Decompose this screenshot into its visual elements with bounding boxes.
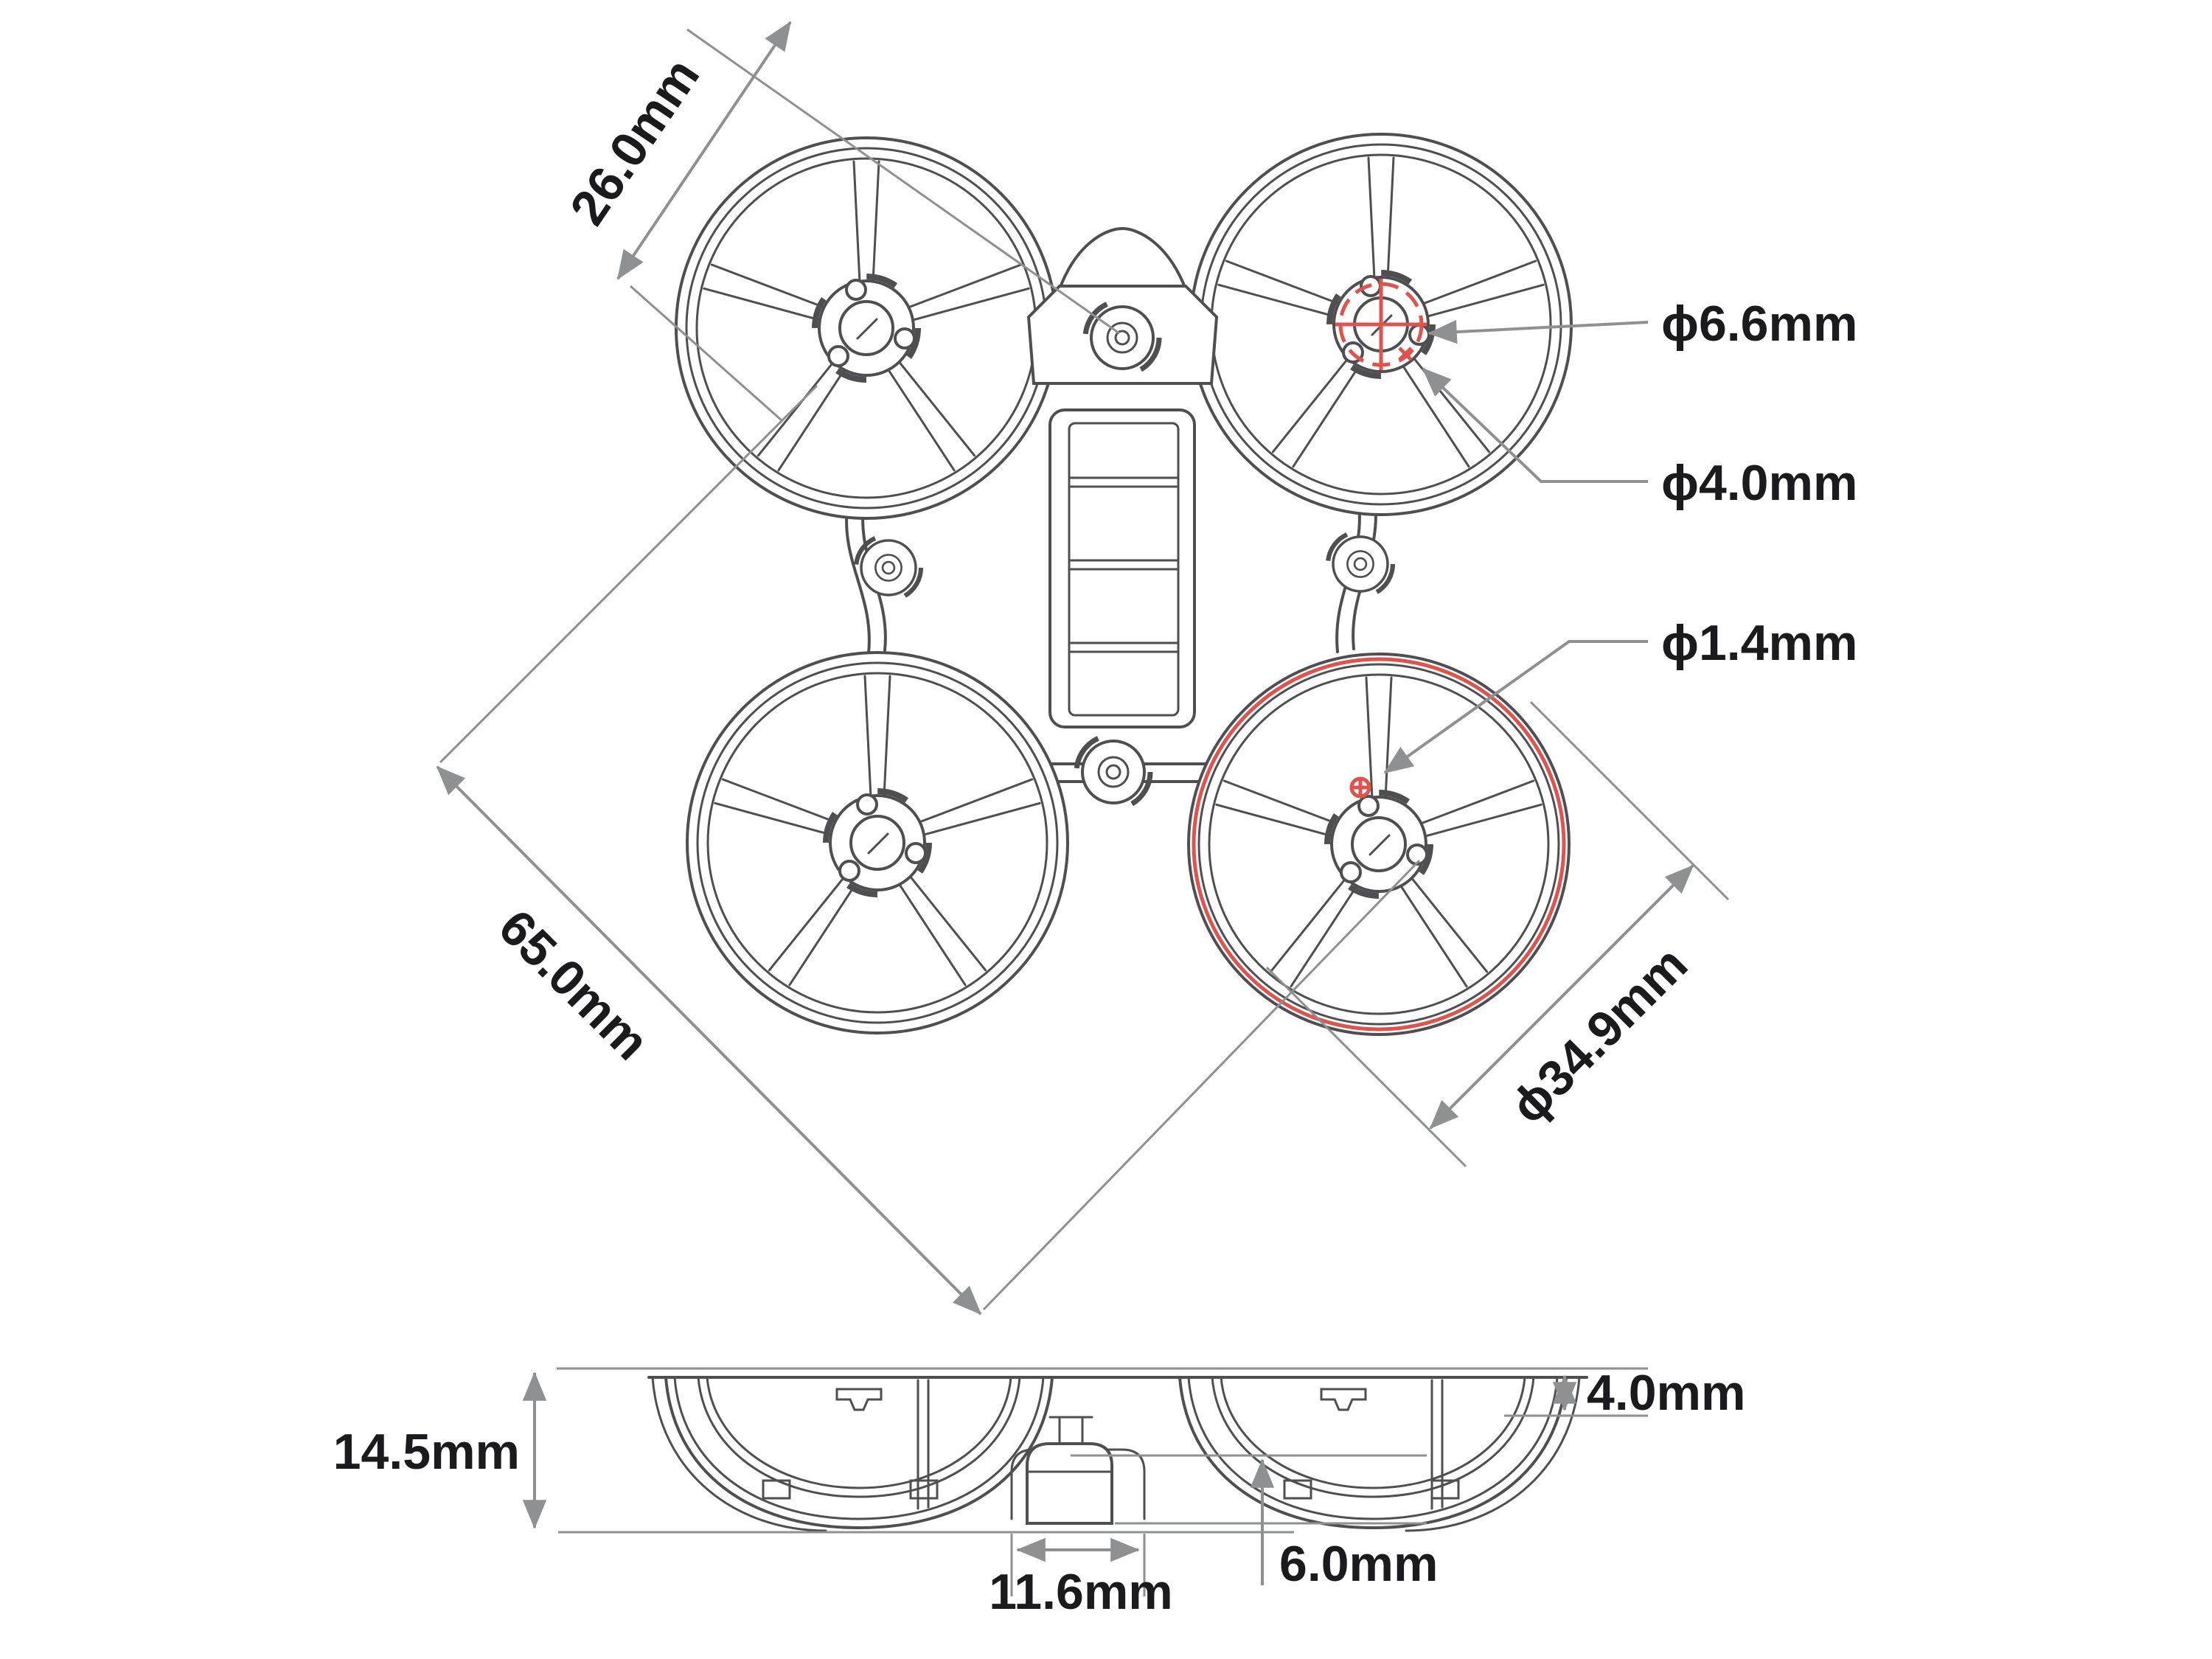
dim-line-26mm [616, 21, 792, 280]
side-camera-pod [1010, 1416, 1146, 1525]
extension-line [1529, 700, 1730, 901]
label-mount-outer-dia: ϕ6.6mm [1661, 296, 1857, 352]
red-highlights [1192, 279, 1566, 1032]
duct-rear-right [1189, 654, 1569, 1034]
side-view-dimensions [522, 1371, 1648, 1596]
label-screw-hole-dia: ϕ1.4mm [1661, 615, 1857, 671]
side-duct-left [651, 1376, 1054, 1532]
duct-outer-diameter-highlight [1192, 657, 1566, 1032]
screw-hole-marker [1349, 776, 1371, 799]
extension-line [1265, 966, 1467, 1168]
side-duct-right [1178, 1376, 1581, 1532]
dim-line-65mm [436, 765, 982, 1315]
duct-front-left [676, 138, 1057, 518]
extension-line [630, 285, 782, 422]
label-pod-width: 11.6mm [989, 1564, 1173, 1620]
leader-4-0mm [1422, 367, 1648, 483]
leader-6-6mm [1427, 319, 1649, 344]
leader-1-4mm [1383, 640, 1648, 774]
label-top-ring-height: 4.0mm [1587, 1365, 1745, 1421]
top-view: 26.0mm ϕ6.6mm ϕ4.0mm ϕ1.4mm 65.0mm ϕ34.9… [436, 21, 1857, 1315]
label-mount-hole-circle-dia: ϕ4.0mm [1661, 455, 1857, 511]
motor-mount-crosshair [1335, 279, 1427, 370]
extension-line [439, 384, 818, 764]
label-duct-pitch: 26.0mm [560, 49, 711, 234]
label-frame-height: 14.5mm [333, 1424, 520, 1480]
left-grommet [856, 535, 921, 600]
right-grommet [1328, 532, 1393, 597]
side-view: 14.5mm 4.0mm 6.0mm 11.6mm [333, 1365, 1746, 1620]
rear-grommet [1077, 735, 1150, 809]
battery-bay [1048, 408, 1196, 728]
dim-line-34-9mm [1429, 864, 1694, 1130]
duct-rear-left [687, 653, 1068, 1033]
top-view-dimensions [436, 21, 1730, 1315]
label-wheelbase: 65.0mm [488, 899, 660, 1071]
extension-line [982, 859, 1421, 1311]
label-pod-depth: 6.0mm [1279, 1536, 1438, 1592]
label-duct-outer-dia: ϕ34.9mm [1500, 936, 1698, 1134]
